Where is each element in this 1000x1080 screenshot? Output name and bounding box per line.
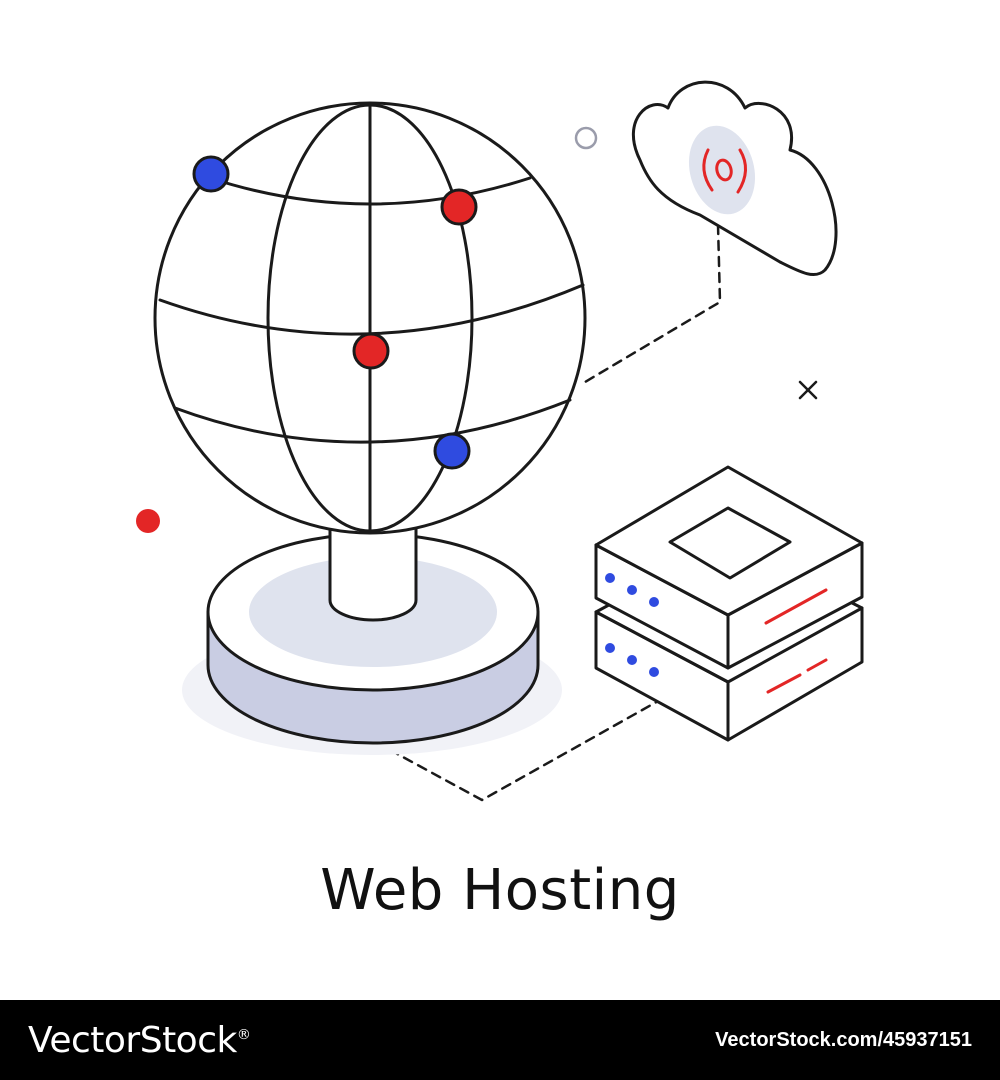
illustration-title: Web Hosting [320, 858, 680, 923]
node-red-center [352, 332, 390, 370]
brand-logo: VectorStock® [28, 1019, 251, 1061]
connection-line-server [388, 698, 662, 802]
cloud-icon [632, 80, 838, 276]
globe-stand [182, 518, 562, 755]
globe-icon [153, 101, 587, 535]
server-indicator-lights [605, 573, 659, 677]
connection-line-cloud [578, 223, 722, 387]
globe-nodes [192, 155, 478, 470]
brand-registered-mark: ® [236, 1026, 251, 1043]
footer-bar: VectorStock® VectorStock.com/45937151 [0, 1000, 1000, 1080]
server-stack-icon [594, 465, 864, 742]
ring-icon [574, 126, 598, 150]
close-icon [798, 380, 818, 400]
node-blue-bottom-right [433, 432, 471, 470]
server-status-bars [764, 588, 828, 694]
wifi-signal-icon [702, 148, 747, 194]
node-red-top-right [440, 188, 478, 226]
dot-icon [136, 509, 160, 533]
stock-id: VectorStock.com/45937151 [715, 1028, 972, 1051]
node-blue-top-left [192, 155, 230, 193]
brand-name: VectorStock [28, 1019, 237, 1061]
web-hosting-illustration [136, 80, 864, 802]
